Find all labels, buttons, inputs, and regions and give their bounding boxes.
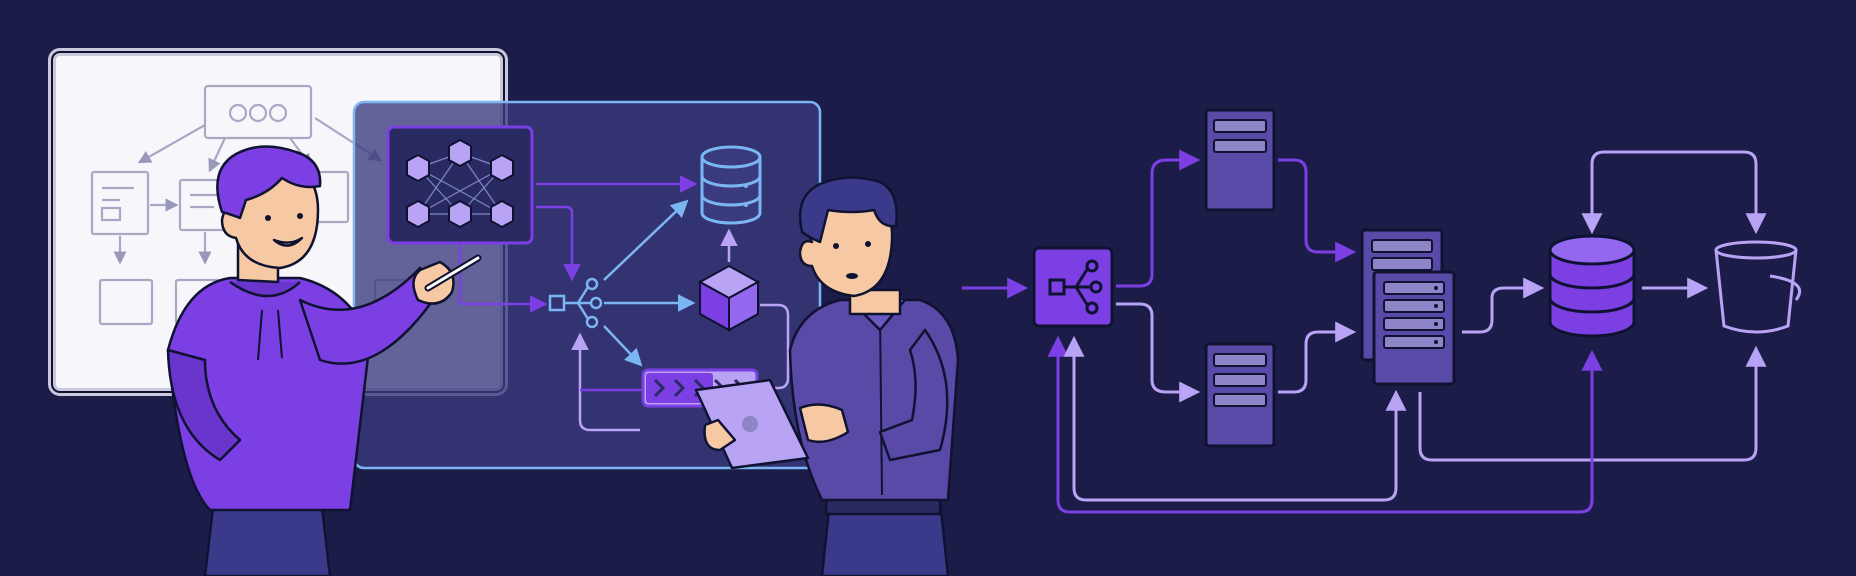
- glass-architecture-panel: [352, 100, 822, 470]
- router-hub-icon: [1032, 246, 1114, 328]
- architecture-diagram: [962, 108, 1802, 514]
- storage-bucket-icon: [1714, 240, 1802, 334]
- server-icon: [1204, 342, 1276, 448]
- server-cluster-icon: [1360, 228, 1456, 386]
- presenter-person: [166, 145, 482, 576]
- neural-network-icon: [386, 125, 534, 245]
- pen-icon: [424, 254, 482, 292]
- server-icon: [1204, 108, 1276, 212]
- cube-icon: [697, 264, 761, 332]
- router-hub-icon: [548, 277, 603, 329]
- database-icon: [1548, 234, 1636, 338]
- engineer-person: [694, 176, 960, 576]
- database-icon: [700, 145, 762, 225]
